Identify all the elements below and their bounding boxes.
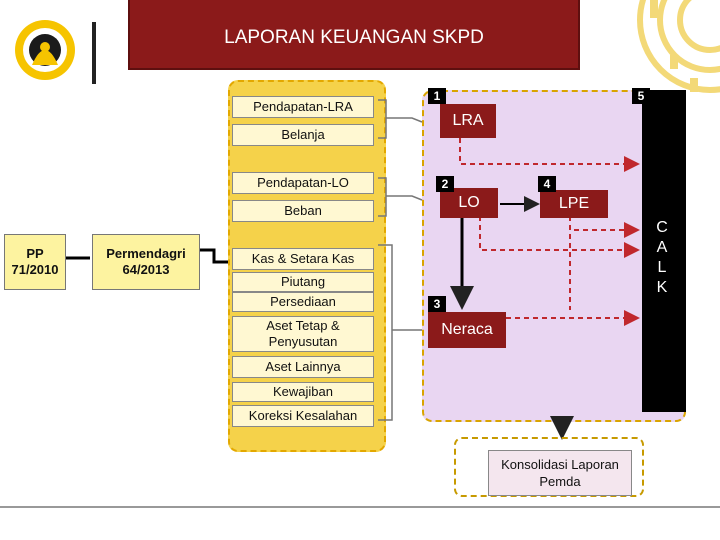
regulation-pp-label: PP 71/2010 xyxy=(11,246,59,277)
item-persediaan[interactable]: Persediaan xyxy=(232,292,374,312)
regulation-pp: PP 71/2010 xyxy=(4,234,66,290)
item-kewajiban[interactable]: Kewajiban xyxy=(232,382,374,402)
item-aset-tetap[interactable]: Aset Tetap & Penyusutan xyxy=(232,316,374,352)
report-lpe[interactable]: LPE xyxy=(540,190,608,218)
consolidation-label: Konsolidasi Laporan Pemda xyxy=(501,457,619,489)
regulation-permendagri-label: Permendagri 64/2013 xyxy=(106,246,186,277)
item-beban[interactable]: Beban xyxy=(232,200,374,222)
item-pendapatan-lo[interactable]: Pendapatan-LO xyxy=(232,172,374,194)
report-lra[interactable]: LRA xyxy=(440,104,496,138)
page-title-banner: LAPORAN KEUANGAN SKPD xyxy=(128,0,580,70)
institution-logo-icon xyxy=(15,20,75,80)
item-pendapatan-lra[interactable]: Pendapatan-LRA xyxy=(232,96,374,118)
page-title: LAPORAN KEUANGAN SKPD xyxy=(224,27,484,48)
report-neraca[interactable]: Neraca xyxy=(428,312,506,348)
calk-box[interactable] xyxy=(642,90,686,412)
report-lra-label: LRA xyxy=(452,112,484,129)
report-lpe-number: 4 xyxy=(538,176,556,192)
logo-divider xyxy=(92,22,96,84)
consolidation-frame xyxy=(454,437,644,497)
report-calk-number: 5 xyxy=(632,88,650,104)
report-lo-number: 2 xyxy=(436,176,454,192)
report-neraca-label: Neraca xyxy=(441,321,493,338)
decorative-ornament-icon xyxy=(637,0,720,93)
report-lra-number: 1 xyxy=(428,88,446,104)
consolidation-box[interactable]: Konsolidasi Laporan Pemda xyxy=(488,450,632,496)
regulation-permendagri: Permendagri 64/2013 xyxy=(92,234,200,290)
report-lo[interactable]: LO xyxy=(440,188,498,218)
item-koreksi[interactable]: Koreksi Kesalahan xyxy=(232,405,374,427)
report-lo-label: LO xyxy=(458,194,480,211)
calk-label: C A L K xyxy=(656,219,668,296)
report-neraca-number: 3 xyxy=(428,296,446,312)
item-kas[interactable]: Kas & Setara Kas xyxy=(232,248,374,270)
item-belanja[interactable]: Belanja xyxy=(232,124,374,146)
item-piutang[interactable]: Piutang xyxy=(232,272,374,292)
item-aset-lainnya[interactable]: Aset Lainnya xyxy=(232,356,374,378)
footer-divider xyxy=(0,506,720,508)
report-lpe-label: LPE xyxy=(558,195,590,212)
